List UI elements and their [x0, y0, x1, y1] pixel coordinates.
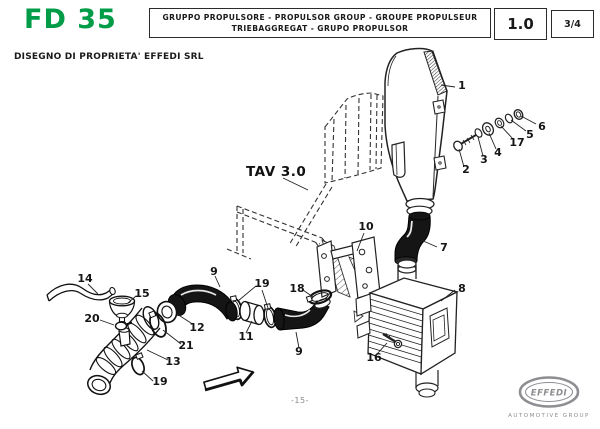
title-line-multilang-1: GRUPPO PROPULSORE - PROPULSOR GROUP - GR…: [162, 13, 478, 22]
bolt-part-16: [382, 332, 403, 349]
air-filter-box-part-8: [355, 259, 459, 398]
air-box-ribs: [368, 298, 423, 364]
callout-2: 2: [462, 163, 470, 176]
upper-elbow-hose-part-7: [394, 205, 433, 266]
callout-9-left: 9: [210, 265, 218, 278]
hose-clamp-part-19-bottom: [131, 352, 145, 376]
callout-19-right: 19: [254, 277, 269, 290]
callout-8: 8: [458, 282, 466, 295]
callout-6: 6: [538, 120, 546, 133]
callout-20: 20: [84, 312, 100, 325]
corrugated-intake-hose-part-13: [87, 306, 161, 396]
clamp-part-20: [114, 321, 133, 331]
callout-14: 14: [77, 272, 93, 285]
snorkel-grille-hatch: [423, 50, 448, 96]
lower-elbow-hose-part-9-right: [277, 300, 330, 331]
callout-21: 21: [178, 339, 193, 352]
callout-10: 10: [358, 220, 374, 233]
callout-13: 13: [165, 355, 180, 368]
drawing-title-box: GRUPPO PROPULSORE - PROPULSOR GROUP - GR…: [149, 8, 491, 38]
fastener-stack-parts-2-6: [453, 109, 524, 152]
callout-18: 18: [289, 282, 304, 295]
callout-numbers: 1 2 3 4 17 5 6 7 8 10 16 18 19 9 11 9 12…: [77, 79, 546, 388]
callout-11: 11: [238, 330, 253, 343]
washer-part-3: [474, 128, 483, 138]
callout-16: 16: [366, 351, 382, 364]
model-code-title: FD 35: [24, 4, 117, 35]
intake-snorkel-part-1: [384, 47, 448, 211]
page-number: -15-: [291, 396, 309, 405]
callout-12: 12: [189, 321, 204, 334]
cab-frame-dashed-outline: [226, 92, 384, 264]
title-line-multilang-2: TRIEBAGGREGAT - GRUPO PROPULSOR: [231, 24, 409, 33]
callout-9-right: 9: [295, 345, 303, 358]
table-number-box: 1.0: [494, 8, 547, 40]
direction-arrow: [203, 366, 255, 392]
logo-subtitle: AUTOMOTIVE GROUP: [508, 413, 590, 419]
breather-hose-part-14: [46, 283, 116, 302]
effedi-logo: EFFEDI AUTOMOTIVE GROUP: [508, 376, 590, 419]
callout-19-bottom: 19: [152, 375, 167, 388]
logo-wordmark: EFFEDI: [531, 389, 567, 399]
callout-1: 1: [458, 79, 466, 92]
callout-15: 15: [134, 287, 149, 300]
callout-3: 3: [480, 153, 488, 166]
washer-part-5: [504, 113, 514, 124]
left-hose-assembly: [46, 283, 238, 396]
mounting-bracket-part-10: [316, 236, 381, 307]
callout-leader-lines: [87, 84, 537, 382]
hose-clamp-part-21: [148, 310, 167, 338]
callout-7: 7: [440, 241, 448, 254]
clamp-ring-part-18: [305, 289, 333, 305]
callout-5: 5: [526, 128, 534, 141]
property-notice: DISEGNO DI PROPRIETA' EFFEDI SRL: [14, 52, 204, 62]
bolt-part-2: [453, 140, 463, 152]
sheet-number-box: 3/4: [551, 10, 594, 38]
callout-4: 4: [494, 146, 502, 159]
right-hose-assembly: [229, 289, 333, 331]
tav-reference-label: TAV 3.0: [246, 164, 306, 180]
callout-17: 17: [509, 136, 524, 149]
